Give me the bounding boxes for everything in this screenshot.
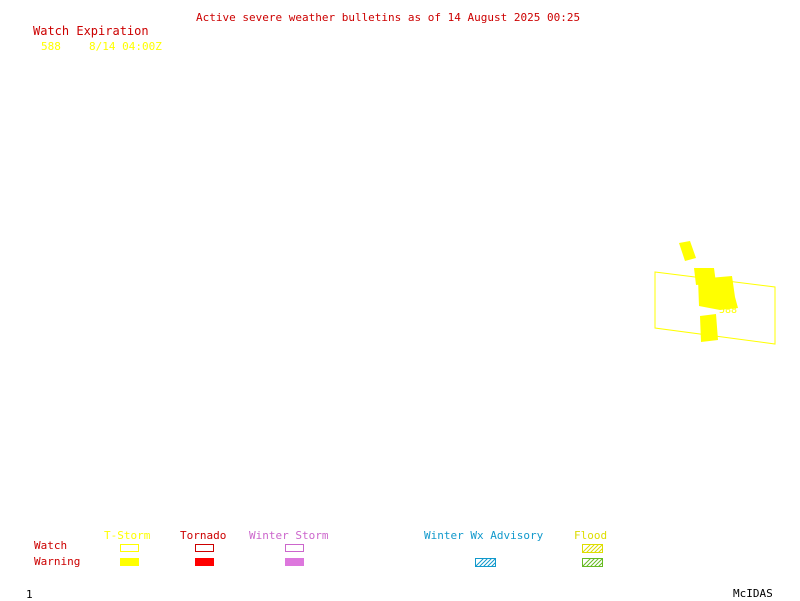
legend-row-warning: Warning: [34, 555, 81, 568]
legend-swatch-flood-warning: [582, 558, 603, 567]
legend-label-winter-wx-advisory: Winter Wx Advisory: [424, 529, 544, 542]
legend-swatch-tstorm-watch: [120, 544, 139, 552]
warning-polygon: [698, 276, 738, 310]
bulletin-title: Active severe weather bulletins as of 14…: [196, 11, 581, 24]
legend-swatch-winter-storm-warning: [285, 558, 304, 566]
watch-number: 588: [41, 40, 61, 53]
legend-swatch-flood-watch: [582, 544, 603, 553]
watch-expiration-header: Watch Expiration: [33, 24, 149, 38]
software-label: McIDAS: [733, 587, 773, 600]
legend-swatch-tornado-warning: [195, 558, 214, 566]
legend-label-tornado: Tornado: [180, 529, 227, 542]
warning-polygon: [700, 314, 718, 342]
frame-number: 1: [26, 588, 33, 601]
watch-expiration-time: 8/14 04:00Z: [89, 40, 162, 53]
legend-swatch-winter-storm-watch: [285, 544, 304, 552]
legend-swatch-tornado-watch: [195, 544, 214, 552]
legend-label-winter-storm: Winter Storm: [249, 529, 329, 542]
watch-box-label: 588: [719, 305, 737, 316]
legend-swatch-tstorm-warning: [120, 558, 139, 566]
legend-label-flood: Flood: [574, 529, 608, 542]
warning-polygon: [679, 241, 696, 261]
watch-box-outline: [654, 271, 776, 345]
legend-swatch-winter-wx-advisory-warning: [475, 558, 496, 567]
legend-label-tstorm: T-Storm: [104, 529, 151, 542]
legend-row-watch: Watch: [34, 539, 68, 552]
